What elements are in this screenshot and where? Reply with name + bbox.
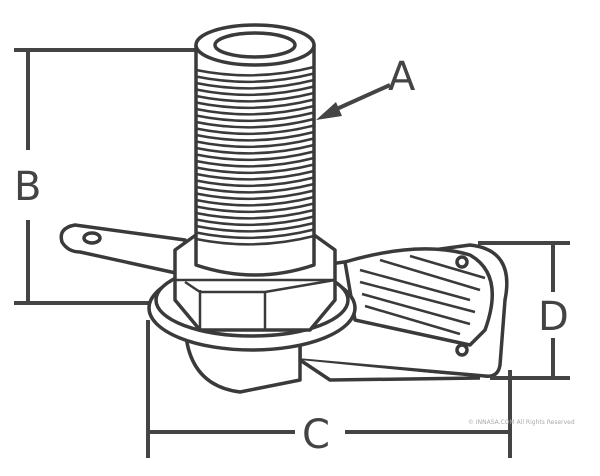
thread-ring [195,156,315,168]
thread-ring [195,150,315,162]
thread-ring [195,117,315,129]
thread-ring [195,130,315,142]
thread-ring [195,208,315,220]
thread-ring [195,169,315,181]
dimension-a-arrow [316,83,391,120]
mounting-tab [59,223,187,277]
watermark: © INNASA.COM All Rights Reserved [468,419,575,426]
thread-ring [195,221,315,233]
thread-ring [195,104,315,116]
thread-ring [195,202,315,214]
label-b: B [14,164,41,210]
thread-ring [195,182,315,194]
thread-ring [195,98,315,110]
thread-ring [195,195,315,207]
thread-ring [195,72,315,84]
scoop [298,243,509,382]
thread-ring [195,85,315,97]
thread-ring [195,137,315,149]
thread-ring [195,176,315,188]
label-a: A [388,54,416,100]
thread-ring [195,111,315,123]
thread-ring [195,78,315,90]
thread-ring [195,228,315,240]
threaded-stem [194,23,316,277]
thread-ring [195,143,315,155]
thread-ring [195,234,315,246]
label-d: D [538,294,569,340]
dimension-b [14,48,196,305]
thread-ring [195,91,315,103]
dimension-c [146,320,512,458]
thread-ring [195,189,315,201]
dimension-d [478,241,570,380]
thread-ring [195,163,315,175]
thread-ring [195,215,315,227]
thread-ring [195,65,315,77]
label-c: C [302,412,330,458]
thread-ring [195,124,315,136]
